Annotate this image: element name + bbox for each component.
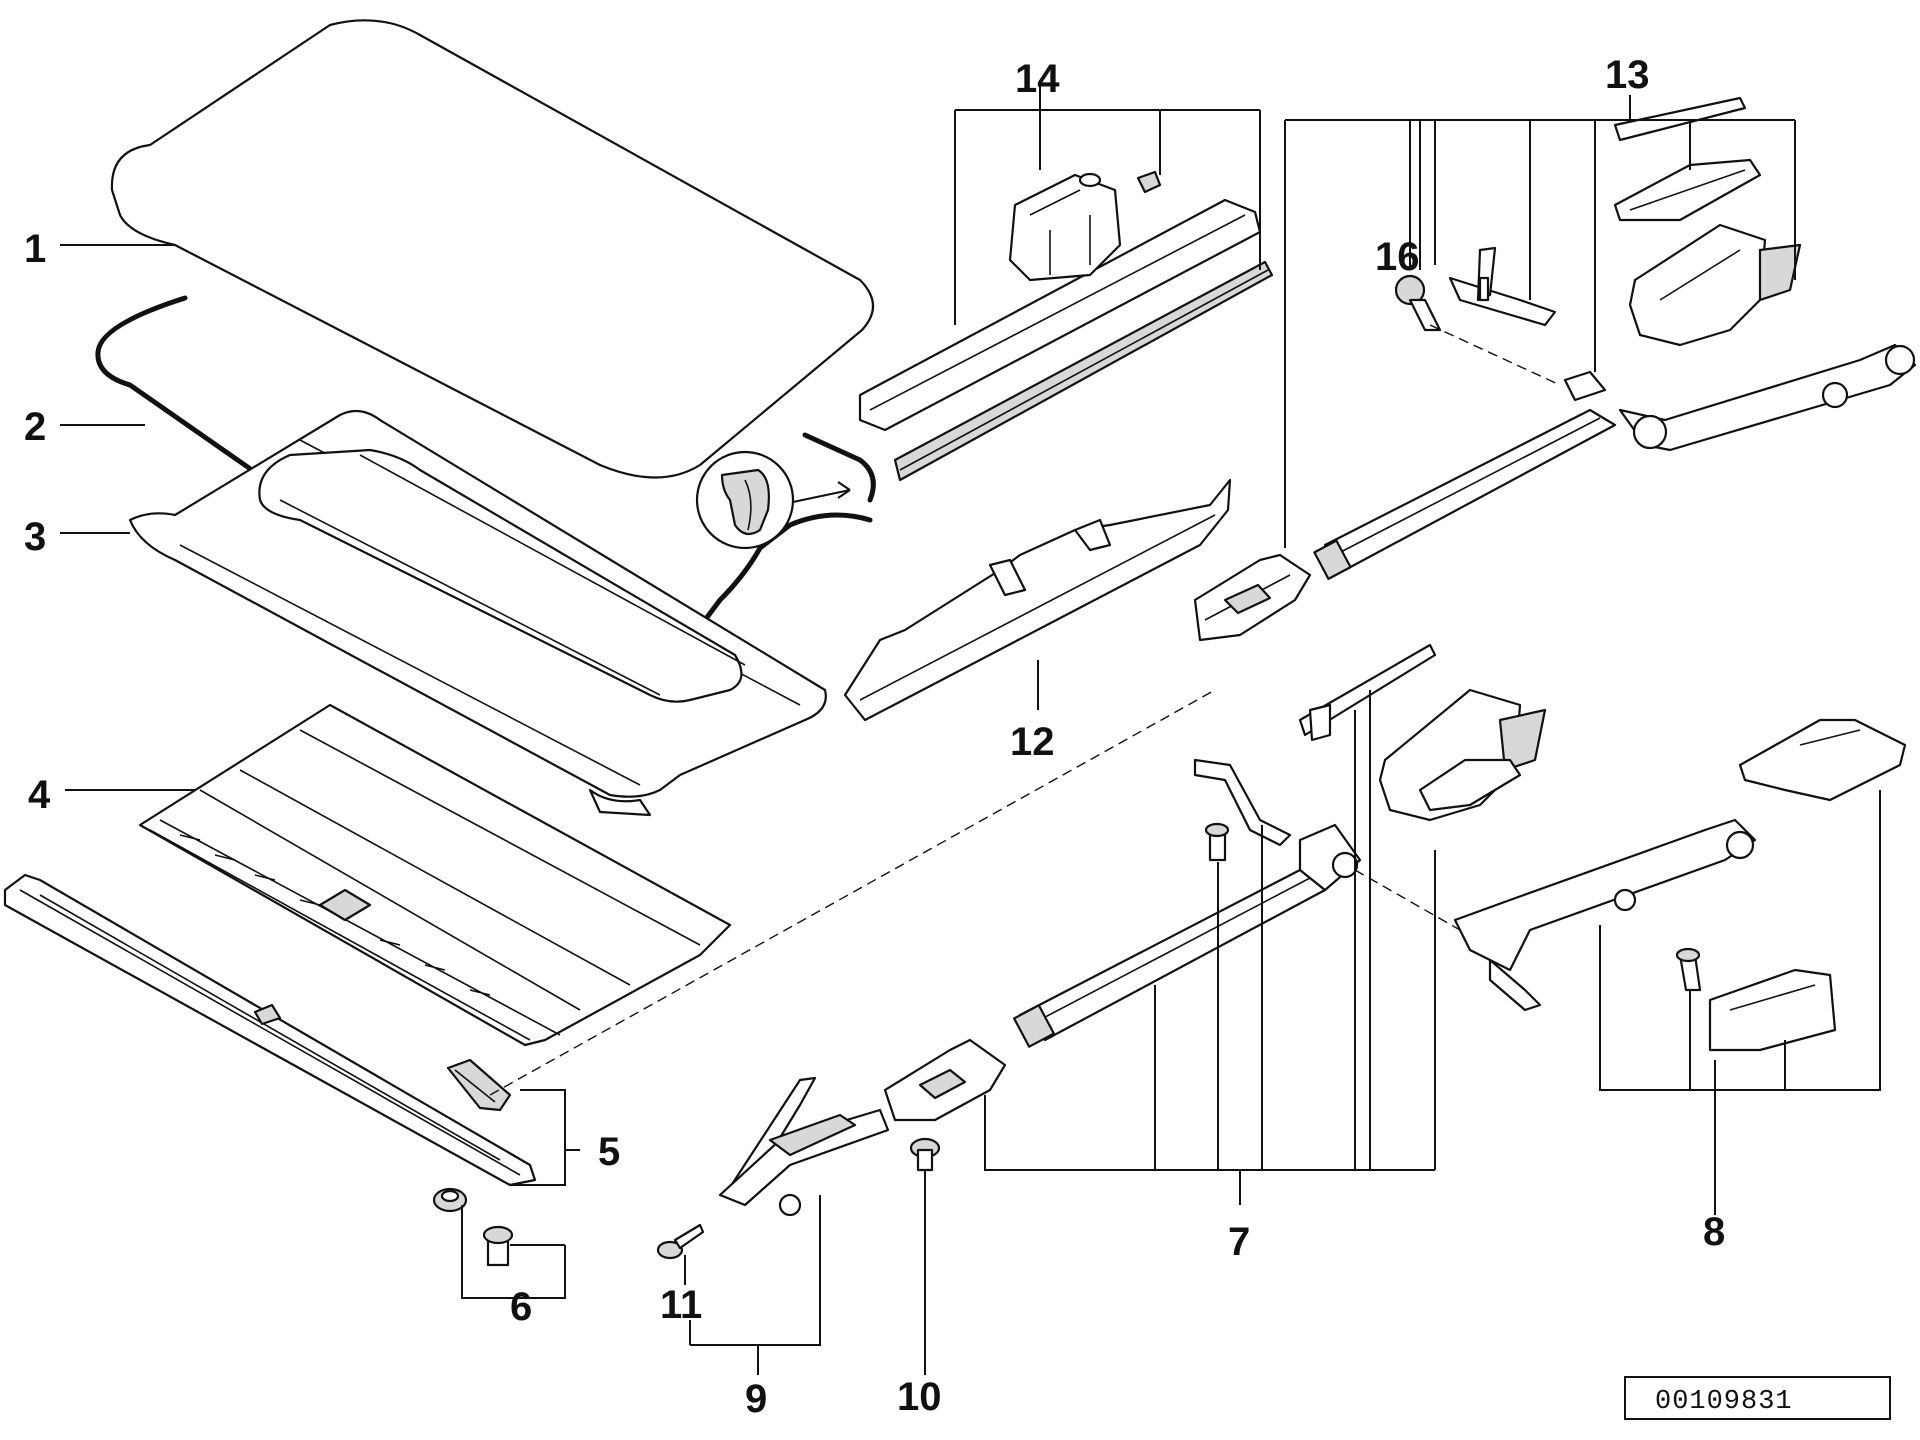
callout-12: 12 [1010,720,1055,764]
part-14-guide-rail [858,170,1274,482]
reference-number: 00109831 [1655,1387,1793,1417]
callout-7: 7 [1228,1220,1250,1264]
part-8-lever-and-brackets [1453,718,1907,1052]
callout-5: 5 [598,1130,620,1174]
side-rail-left [3,873,537,1187]
callout-10: 10 [897,1375,942,1419]
part-13-drive-assembly-upper [1193,96,1917,642]
part-9-hinge-arm [718,1076,890,1217]
seal-section-detail [695,450,851,550]
callout-1: 1 [24,227,46,271]
callout-3: 3 [24,515,46,559]
callout-16: 16 [1375,235,1420,279]
callout-labels: 1 2 3 4 5 6 7 8 9 10 11 12 13 14 16 [24,53,1725,1421]
callout-4: 4 [28,773,51,817]
callout-2: 2 [24,405,46,449]
callout-8: 8 [1703,1210,1725,1254]
part-3-frame [128,409,827,817]
callout-13: 13 [1605,53,1650,97]
part-7-drive-assembly-lower [883,643,1547,1122]
callout-6: 6 [510,1285,532,1329]
callout-14: 14 [1015,57,1060,101]
callout-9: 9 [745,1377,767,1421]
part-10-screw [909,1137,941,1172]
part-1-glass-panel [110,19,875,479]
reference-number-box: 00109831 [1624,1376,1891,1420]
part-4-sliding-headliner [138,703,732,1047]
part-11-screw [656,1223,705,1260]
leader-lines [60,80,1881,1375]
part-6-nut-and-screw [432,1187,514,1267]
part-12-trim-cover [843,478,1232,722]
part-5-guide-block [446,1058,512,1112]
callout-11: 11 [660,1283,702,1327]
